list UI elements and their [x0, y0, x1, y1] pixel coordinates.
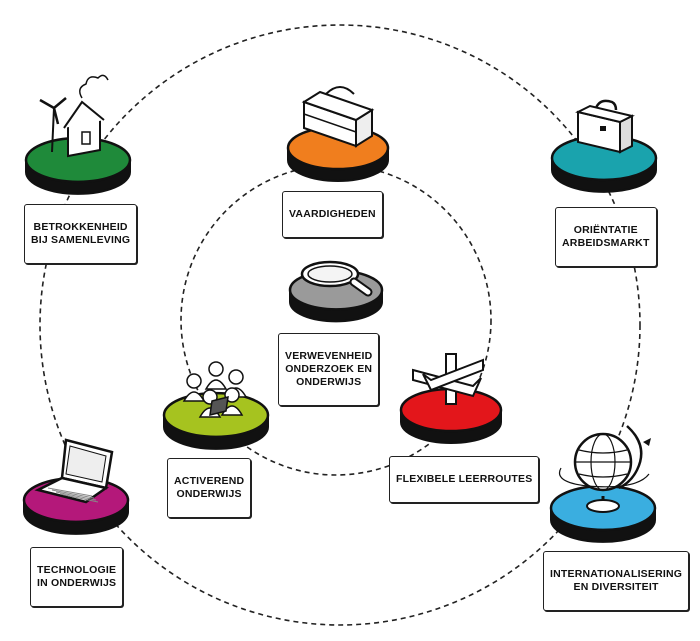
globe-icon	[559, 425, 651, 513]
briefcase-icon	[575, 99, 635, 154]
signpost-icon	[412, 353, 484, 405]
platform-vaardigheden	[286, 86, 390, 182]
platform-internationalisering	[549, 425, 657, 543]
magnifier-icon	[300, 260, 373, 297]
house-windmill-icon	[39, 74, 109, 158]
platform-activerend	[162, 361, 270, 450]
laptop-icon	[34, 438, 114, 504]
platform-samenleving	[24, 74, 132, 195]
label-leerroutes: FLEXIBELE LEERROUTES	[389, 456, 540, 503]
platform-technologie	[22, 438, 130, 535]
toolbox-icon	[301, 86, 375, 148]
label-vaardigheden: VAARDIGHEDEN	[282, 191, 383, 238]
outer-dashed-ring	[39, 24, 641, 626]
platform-onderzoek	[288, 260, 384, 323]
platform-leerroutes	[399, 353, 503, 444]
students-laptop-icon	[182, 361, 248, 418]
platform-arbeidsmarkt	[550, 99, 658, 193]
